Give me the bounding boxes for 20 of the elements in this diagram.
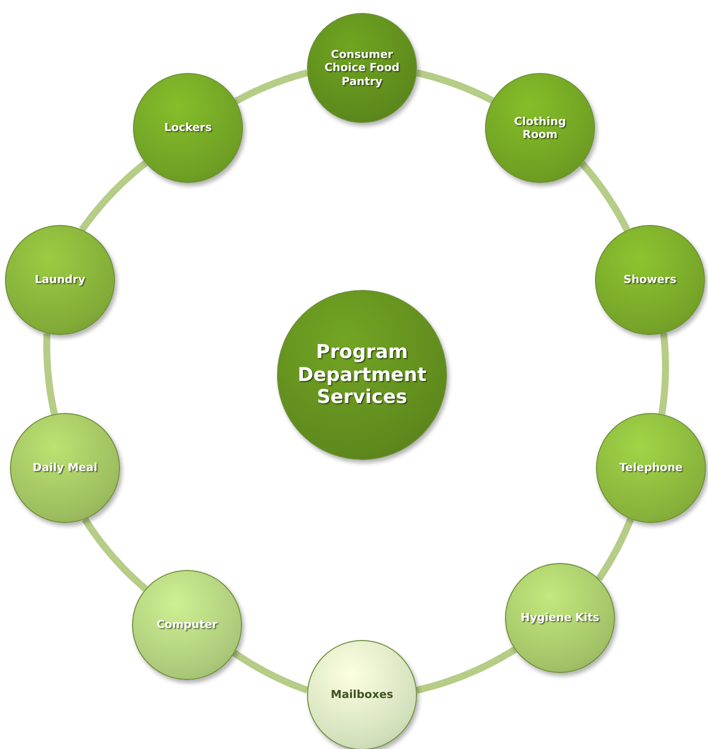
node-label: Laundry — [34, 273, 86, 287]
node-label: Computer — [156, 618, 218, 632]
node-label: Telephone — [619, 461, 683, 475]
node-label: Hygiene Kits — [520, 611, 600, 625]
ring-connector — [82, 516, 148, 592]
ring-connector — [78, 160, 148, 232]
ring-connector — [414, 646, 518, 694]
ring-connector — [596, 516, 634, 582]
node-label: Mailboxes — [330, 688, 394, 702]
ring-connector — [43, 330, 58, 417]
service-circle — [133, 73, 243, 183]
ring-connector — [579, 160, 630, 233]
node-label: Clothing Room — [513, 114, 567, 142]
service-circle — [132, 570, 242, 680]
node-label: Lockers — [164, 121, 212, 135]
node-label: Consumer Choice Food Pantry — [323, 48, 401, 88]
node-label: Daily Meal — [32, 461, 98, 475]
ring-connector — [658, 330, 669, 417]
node-label: Showers — [624, 273, 676, 287]
node-label: Program Department Services — [296, 340, 428, 410]
